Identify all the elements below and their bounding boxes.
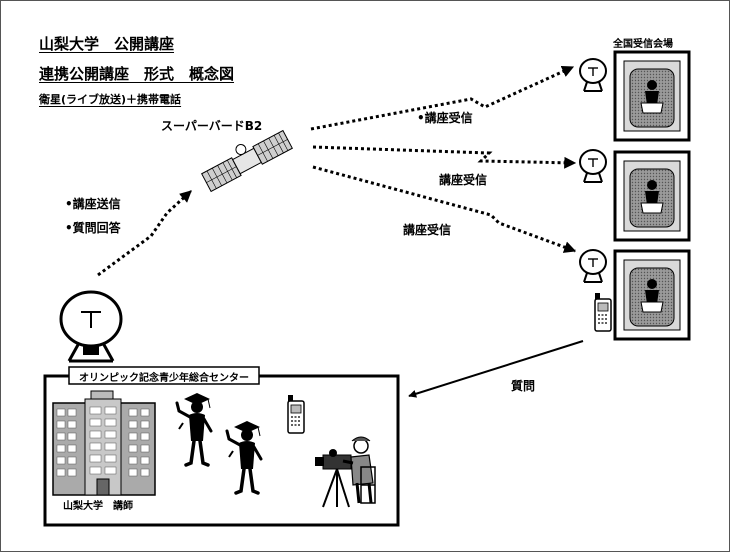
center-name: オリンピック記念青少年総合センター bbox=[79, 373, 249, 384]
lecturer-figure-icon bbox=[175, 393, 213, 467]
page-subtitle: 連携公開講座 形式 概念図 bbox=[39, 65, 235, 83]
lecturer-label: 山梨大学 講師 bbox=[63, 501, 133, 512]
venue-box bbox=[613, 249, 691, 341]
venue-box bbox=[613, 50, 691, 142]
link-label: •講座受信 bbox=[417, 111, 473, 125]
question-arrow bbox=[408, 340, 584, 398]
page-title: 山梨大学 公開講座 bbox=[39, 35, 175, 53]
link-label: 講座受信 bbox=[439, 173, 488, 187]
downlink-arrow-1 bbox=[310, 65, 575, 131]
link-label: 講座受信 bbox=[403, 223, 452, 237]
receiving-dish-icon bbox=[579, 249, 607, 283]
mobile-phone-icon bbox=[594, 293, 612, 332]
lecturer-figure-icon bbox=[225, 421, 263, 495]
receiving-dish-icon bbox=[579, 58, 607, 92]
satellite-icon bbox=[201, 129, 293, 193]
uplink-item: •講座送信 bbox=[65, 197, 121, 211]
downlink-arrow-2 bbox=[312, 145, 577, 169]
venue-box bbox=[613, 150, 691, 242]
receivers-title: 全国受信会場 bbox=[613, 39, 673, 50]
receiving-dish-icon bbox=[579, 149, 607, 183]
uplink-dish-icon bbox=[59, 290, 123, 363]
downlink-arrow-3 bbox=[312, 165, 577, 253]
mobile-phone-icon bbox=[287, 395, 305, 434]
university-building-icon bbox=[52, 390, 156, 496]
center-name-badge bbox=[68, 366, 260, 385]
satellite-name: スーパーバードB2 bbox=[161, 119, 263, 133]
delivery-method: 衛星(ライブ放送)＋携帯電話 bbox=[39, 93, 182, 106]
question-label: 質問 bbox=[511, 379, 536, 393]
camera-operator-icon bbox=[315, 436, 376, 508]
uplink-item: •質問回答 bbox=[65, 221, 121, 235]
uplink-arrow bbox=[97, 189, 193, 277]
